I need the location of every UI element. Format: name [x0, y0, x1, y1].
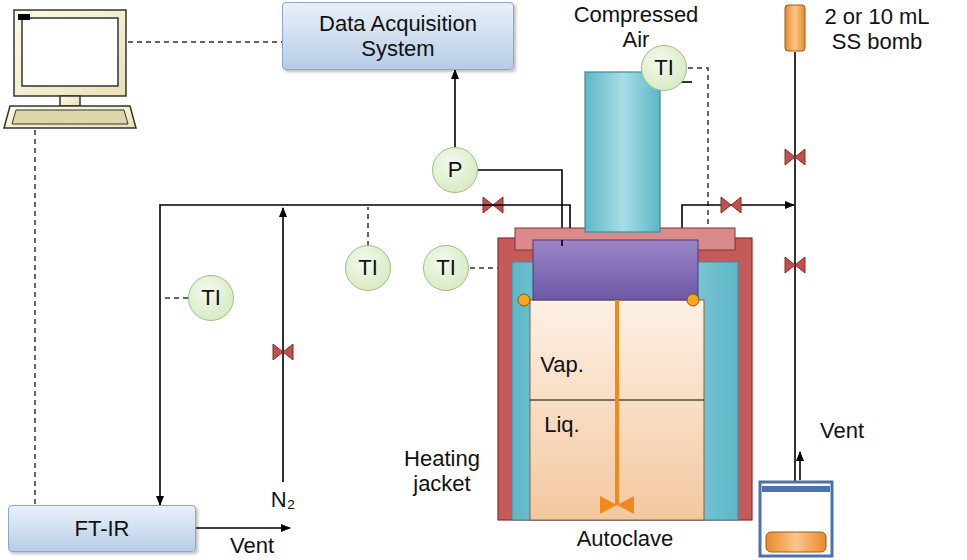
inlet-label: Compressed Air [566, 2, 706, 53]
phase-label: Liq. [537, 412, 587, 437]
node-text: FT-IR [75, 516, 130, 541]
connector [454, 70, 456, 147]
part-label: Heating jacket [392, 446, 492, 497]
phase-label: Vap. [537, 352, 587, 377]
connector [160, 205, 570, 505]
node-text: TI [358, 255, 378, 280]
autoclave-vessel [498, 72, 752, 520]
vent-label: Vent [812, 418, 872, 443]
temperature-indicator: TI [188, 275, 234, 321]
node-text: TI [201, 285, 221, 310]
node-text: TI [436, 255, 456, 280]
vent-label: Vent [222, 533, 282, 558]
gas-label: N₂ [263, 487, 303, 512]
autoclave: Autoclave [498, 228, 752, 520]
process-box: FT-IR [8, 505, 196, 552]
pressure-indicator: P [432, 147, 478, 193]
node-text: P [448, 157, 463, 182]
sample-bomb [760, 5, 832, 556]
node-text: Autoclave [498, 526, 752, 551]
node-text: Data Acquisition System [283, 11, 513, 62]
temperature-indicator: TI [423, 245, 469, 291]
node-text: TI [654, 55, 674, 80]
process-box: Data Acquisition System [282, 2, 514, 70]
part-label: 2 or 10 mL SS bomb [812, 4, 942, 55]
computer-icon [4, 10, 136, 128]
process-line [196, 52, 800, 528]
temperature-indicator: TI [345, 245, 391, 291]
